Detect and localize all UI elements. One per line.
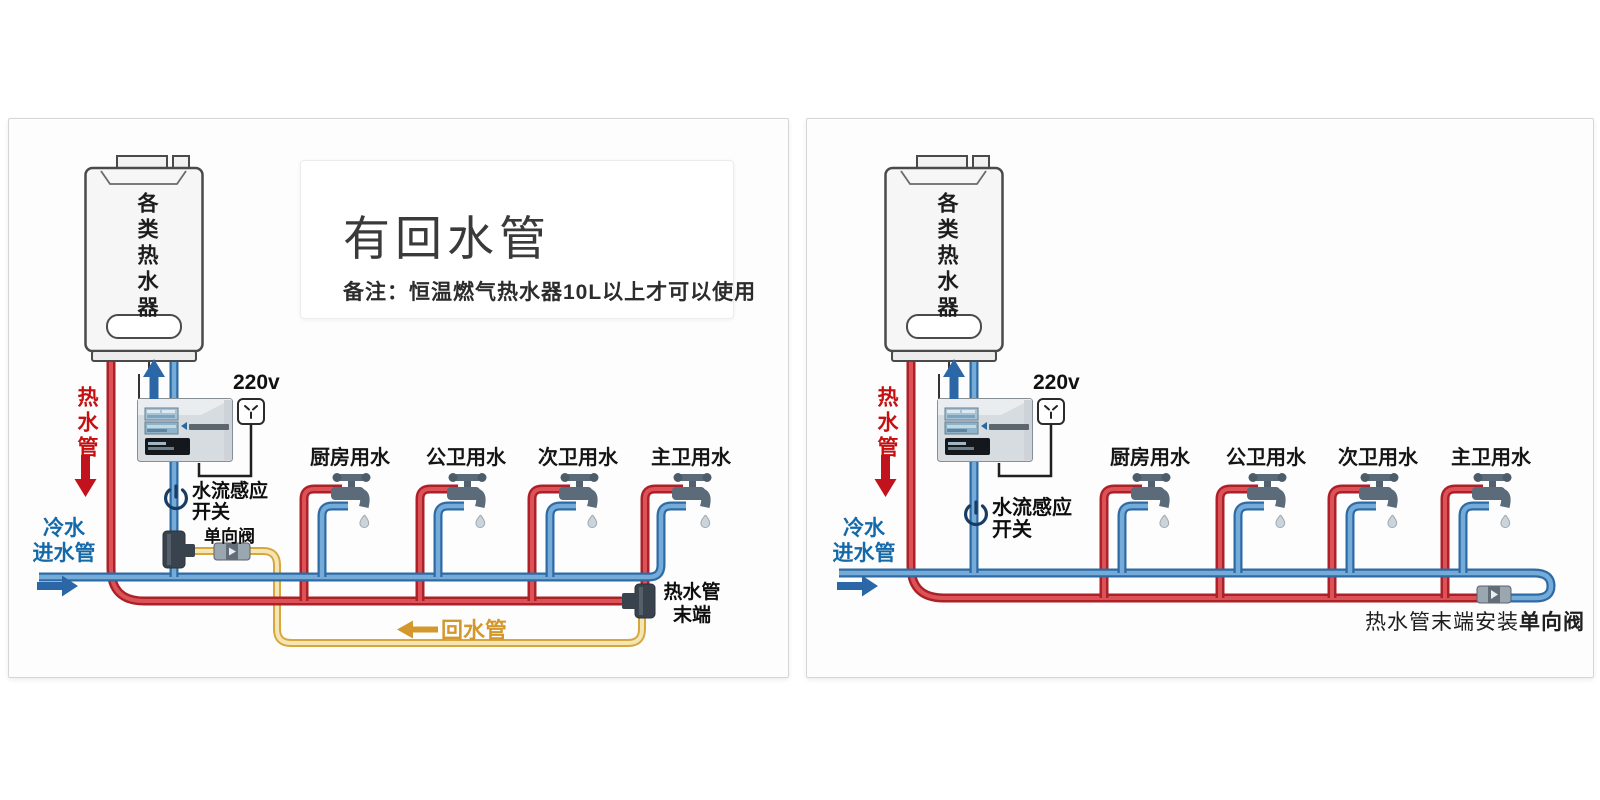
flow-sensor-label: 水流感应 开关 — [192, 481, 269, 523]
power-icon — [964, 500, 988, 527]
power-cord — [197, 424, 253, 478]
fixture-label-master-bath: 主卫用水 — [1451, 447, 1531, 469]
end-install-note: 热水管末端安装单向阀 — [1365, 611, 1585, 634]
hot-pipe-label: 热水管 — [875, 386, 898, 461]
fixture-label-kitchen: 厨房用水 — [310, 447, 390, 469]
fixture-label-public-bath: 公卫用水 — [1226, 447, 1306, 469]
return-pipe-label: 回水管 — [441, 618, 508, 643]
end-check-valve-icon — [1476, 585, 1512, 604]
flow-sensor-label: 水流感应 开关 — [992, 497, 1072, 541]
check-valve-label: 单向阀 — [204, 527, 255, 546]
down-arrow-icon — [874, 455, 897, 497]
faucet-icon — [446, 472, 487, 529]
cold-pipe-label: 冷水 进水管 — [832, 517, 896, 565]
up-arrow-icon — [943, 359, 965, 399]
t-valve — [162, 530, 195, 569]
fixture-label-second-bath: 次卫用水 — [1338, 447, 1418, 469]
down-arrow-icon — [74, 455, 97, 497]
faucet-icon — [1471, 472, 1512, 529]
power-socket-icon — [1037, 398, 1065, 425]
left-arrow-icon — [397, 620, 438, 639]
heater-label: 各类热水器 — [135, 192, 158, 322]
fixture-label-master-bath: 主卫用水 — [651, 447, 731, 469]
power-cord — [997, 424, 1053, 478]
power-icon — [164, 484, 188, 511]
cold-pipe-label: 冷水 进水管 — [32, 517, 96, 565]
voltage-label: 220v — [1033, 371, 1080, 394]
hot-pipe-label: 热水管 — [75, 386, 98, 461]
flow-controller — [937, 398, 1033, 462]
title-box — [300, 160, 734, 319]
fixture-label-second-bath: 次卫用水 — [538, 447, 618, 469]
up-arrow-icon — [143, 359, 165, 399]
page-title: 有回水管 — [343, 212, 551, 265]
check-valve-icon — [213, 542, 251, 561]
faucet-icon — [1130, 472, 1171, 529]
faucet-icon — [671, 472, 712, 529]
hot-end-valve — [622, 583, 656, 619]
right-arrow-icon — [37, 575, 78, 597]
fixture-label-public-bath: 公卫用水 — [426, 447, 506, 469]
voltage-label: 220v — [233, 371, 280, 394]
right-arrow-icon — [837, 575, 878, 597]
power-socket-icon — [237, 398, 265, 425]
faucet-icon — [330, 472, 371, 529]
title-note: 备注：恒温燃气热水器10L以上才可以使用 — [343, 281, 757, 304]
faucet-icon — [558, 472, 599, 529]
fixture-label-kitchen: 厨房用水 — [1110, 447, 1190, 469]
heater-label: 各类热水器 — [935, 192, 958, 322]
faucet-icon — [1246, 472, 1287, 529]
hot-end-label: 热水管 末端 — [663, 582, 721, 626]
faucet-icon — [1358, 472, 1399, 529]
flow-controller — [137, 398, 233, 462]
